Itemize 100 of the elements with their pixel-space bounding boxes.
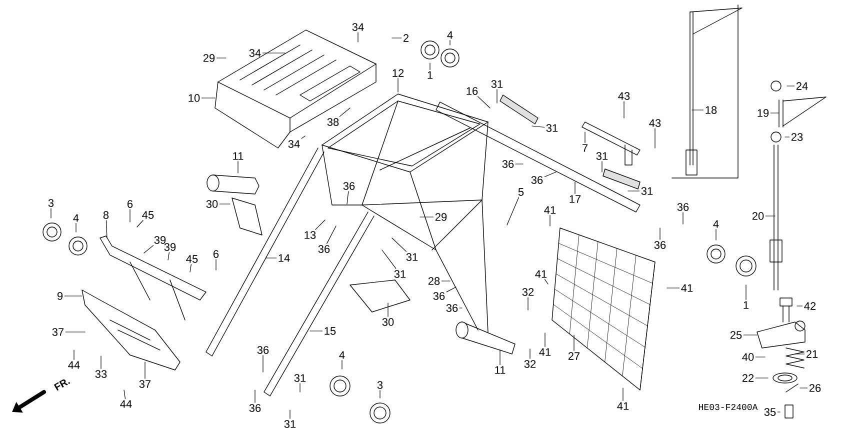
callout-number: 31 bbox=[284, 420, 296, 428]
leader-line bbox=[622, 388, 624, 401]
leader-line bbox=[50, 208, 52, 218]
leader-line bbox=[544, 332, 546, 347]
callout-number: 41 bbox=[617, 402, 629, 410]
leader-line bbox=[544, 172, 556, 178]
callout-number: 36 bbox=[502, 160, 514, 168]
callout-number: 5 bbox=[518, 188, 524, 196]
callout-number: 11 bbox=[233, 152, 244, 160]
callout-number: 37 bbox=[52, 328, 64, 336]
callout-number: 31 bbox=[641, 187, 653, 195]
leader-line bbox=[301, 136, 306, 139]
leader-line bbox=[136, 220, 144, 228]
callout-number: 41 bbox=[539, 348, 551, 356]
leader-line bbox=[254, 390, 256, 403]
callout-number: 26 bbox=[809, 384, 821, 392]
callout-number: 31 bbox=[491, 80, 503, 88]
callout-number: 36 bbox=[343, 182, 355, 190]
leader-line bbox=[420, 216, 434, 218]
leader-line bbox=[262, 52, 286, 54]
callout-number: 39 bbox=[164, 243, 176, 251]
callout-number: 36 bbox=[531, 176, 543, 184]
callout-number: 34 bbox=[288, 140, 300, 148]
callout-number: 12 bbox=[392, 69, 404, 77]
callout-number: 30 bbox=[206, 200, 218, 208]
leader-line bbox=[100, 356, 102, 369]
leader-line bbox=[496, 89, 498, 104]
callout-number: 42 bbox=[804, 302, 816, 310]
callout-number: 45 bbox=[142, 211, 154, 219]
leader-line bbox=[326, 226, 336, 244]
callout-number: 36 bbox=[257, 346, 269, 354]
leader-line bbox=[382, 250, 396, 269]
leader-line bbox=[755, 356, 766, 358]
callout-number: 43 bbox=[618, 92, 630, 100]
leader-line bbox=[784, 136, 790, 138]
callout-number: 27 bbox=[568, 352, 580, 360]
callout-number: 11 bbox=[495, 366, 506, 374]
callout-number: 41 bbox=[681, 284, 693, 292]
callout-number: 31 bbox=[596, 152, 608, 160]
leader-line bbox=[346, 191, 349, 204]
leader-line bbox=[654, 128, 656, 148]
leader-line bbox=[584, 132, 586, 143]
leader-line bbox=[682, 212, 684, 224]
leader-line bbox=[124, 390, 126, 399]
leader-line bbox=[310, 330, 323, 332]
callout-number: 6 bbox=[128, 200, 133, 208]
callout-number: 10 bbox=[188, 94, 200, 102]
callout-number: 35 bbox=[764, 408, 776, 416]
callout-number: 22 bbox=[742, 374, 754, 382]
callout-number: 3 bbox=[377, 381, 383, 389]
callout-number: 41 bbox=[535, 270, 547, 278]
callout-number: 8 bbox=[103, 211, 109, 219]
callout-number: 20 bbox=[752, 212, 764, 220]
callout-number: 15 bbox=[324, 327, 336, 335]
callout-number: 7 bbox=[582, 144, 588, 152]
callout-number: 34 bbox=[352, 23, 364, 31]
callout-number: 36 bbox=[433, 292, 445, 300]
leader-line bbox=[770, 112, 780, 114]
callout-number: 32 bbox=[522, 288, 534, 296]
leader-line bbox=[106, 220, 108, 238]
callout-number: 1 bbox=[744, 301, 749, 309]
callout-number: 21 bbox=[806, 350, 818, 358]
callout-number: 38 bbox=[327, 118, 339, 126]
callout-number: 13 bbox=[304, 231, 316, 239]
callout-number: 37 bbox=[139, 380, 151, 388]
callout-number: 1 bbox=[428, 71, 433, 79]
callout-number: 44 bbox=[120, 400, 132, 408]
callout-number: 25 bbox=[730, 331, 742, 339]
leader-line bbox=[315, 220, 326, 230]
callout-number: 39 bbox=[154, 236, 166, 244]
callout-number: 17 bbox=[570, 195, 581, 203]
callout-number: 31 bbox=[294, 374, 306, 382]
leader-line bbox=[262, 355, 264, 372]
callout-number: 40 bbox=[742, 353, 754, 361]
leader-line bbox=[446, 286, 456, 292]
callout-number: 9 bbox=[57, 292, 63, 300]
direction-label: FR. bbox=[54, 379, 70, 391]
callout-number: 32 bbox=[524, 360, 536, 368]
leader-line bbox=[441, 280, 450, 282]
callout-number: 31 bbox=[394, 270, 406, 278]
leader-line bbox=[477, 96, 490, 108]
leader-line bbox=[144, 245, 154, 254]
callout-number: 6 bbox=[214, 250, 219, 258]
leader-line bbox=[144, 362, 146, 379]
callout-number: 36 bbox=[249, 404, 261, 412]
callout-number: 36 bbox=[654, 241, 666, 249]
callout-number: 33 bbox=[95, 370, 107, 378]
drawing-code: HE03-F2400A bbox=[699, 404, 758, 410]
callout-number: 23 bbox=[791, 133, 803, 141]
callout-number: 18 bbox=[706, 106, 717, 114]
callout-number: 4 bbox=[447, 31, 453, 39]
callout-number: 31 bbox=[406, 253, 418, 261]
callout-number: 14 bbox=[278, 254, 290, 262]
callout-number: 41 bbox=[544, 206, 556, 214]
leader-line bbox=[392, 238, 407, 252]
leader-line bbox=[544, 279, 548, 284]
callout-number: 34 bbox=[249, 49, 261, 57]
callout-number: 45 bbox=[186, 255, 198, 263]
leader-line bbox=[339, 108, 350, 117]
callout-number: 36 bbox=[318, 245, 330, 253]
